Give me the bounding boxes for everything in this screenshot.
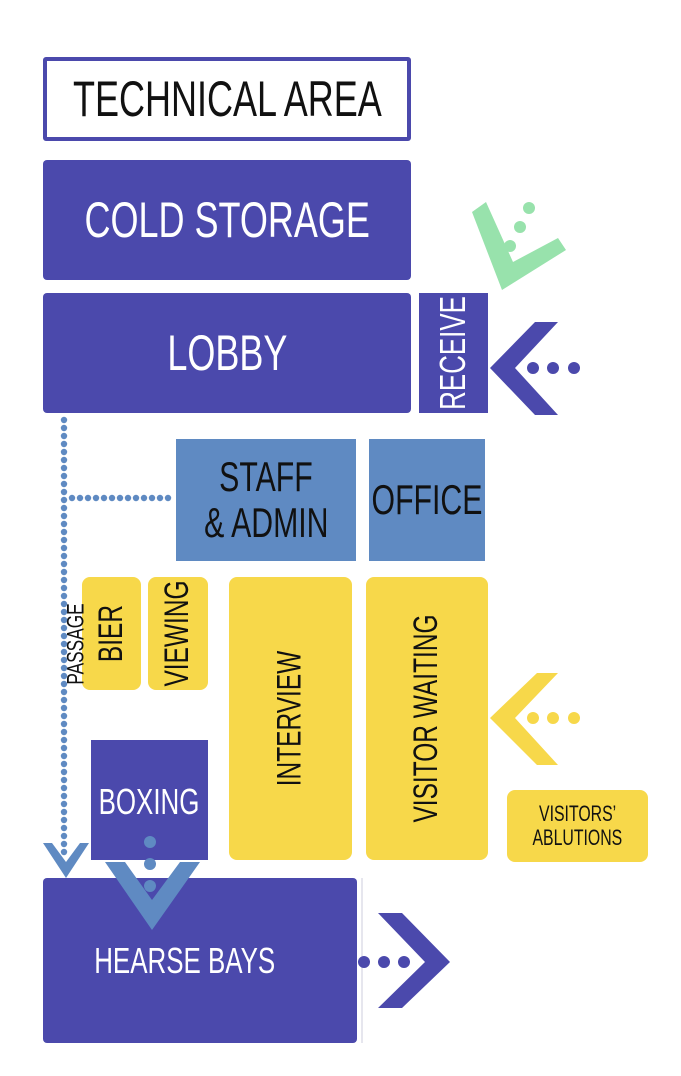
receive-arrow-icon <box>490 322 558 415</box>
viewing-room: VIEWING <box>148 577 208 690</box>
office-label: OFFICE <box>371 475 483 523</box>
interview-room: INTERVIEW <box>229 577 352 860</box>
green-entry-arrow-icon <box>472 202 566 290</box>
lobby-label: LOBBY <box>166 324 288 381</box>
viewing-label: VIEWING <box>158 580 197 687</box>
ablutions-label: ABLUTIONS <box>532 825 623 850</box>
receive-label: RECEIVE <box>432 296 474 410</box>
visitors-label: VISITORS’ <box>538 800 617 826</box>
staff-label: STAFF <box>219 452 313 500</box>
boxing-room: BOXING <box>91 740 208 860</box>
office-room: OFFICE <box>369 439 485 561</box>
bier-room: BIER <box>82 577 141 690</box>
cold-storage-room: COLD STORAGE <box>43 160 411 280</box>
visitors-ablutions-room: VISITORS’ABLUTIONS <box>507 790 648 862</box>
cold-storage-label: COLD STORAGE <box>84 191 370 248</box>
hearse-bays-label: HEARSE BAYS <box>94 939 276 981</box>
visitor-waiting-room: VISITOR WAITING <box>366 577 488 860</box>
technical-area-room: TECHNICAL AREA <box>43 57 411 141</box>
interview-label: INTERVIEW <box>271 650 309 787</box>
hearse-bays-room: HEARSE BAYS <box>43 878 357 1043</box>
visitor-waiting-label: VISITOR WAITING <box>407 614 446 823</box>
passage-label-wrap: PASSAGE <box>20 603 90 684</box>
lobby-room: LOBBY <box>43 293 411 413</box>
receive-room: RECEIVE <box>419 293 488 413</box>
visitor-entry-arrow-icon <box>490 673 558 765</box>
admin-label: & ADMIN <box>203 499 329 546</box>
boxing-label: BOXING <box>99 781 200 822</box>
bier-label: BIER <box>92 604 131 663</box>
technical-area-label: TECHNICAL AREA <box>72 70 382 127</box>
passage-label: PASSAGE <box>62 603 90 685</box>
staff-admin-room: STAFF& ADMIN <box>176 439 356 561</box>
